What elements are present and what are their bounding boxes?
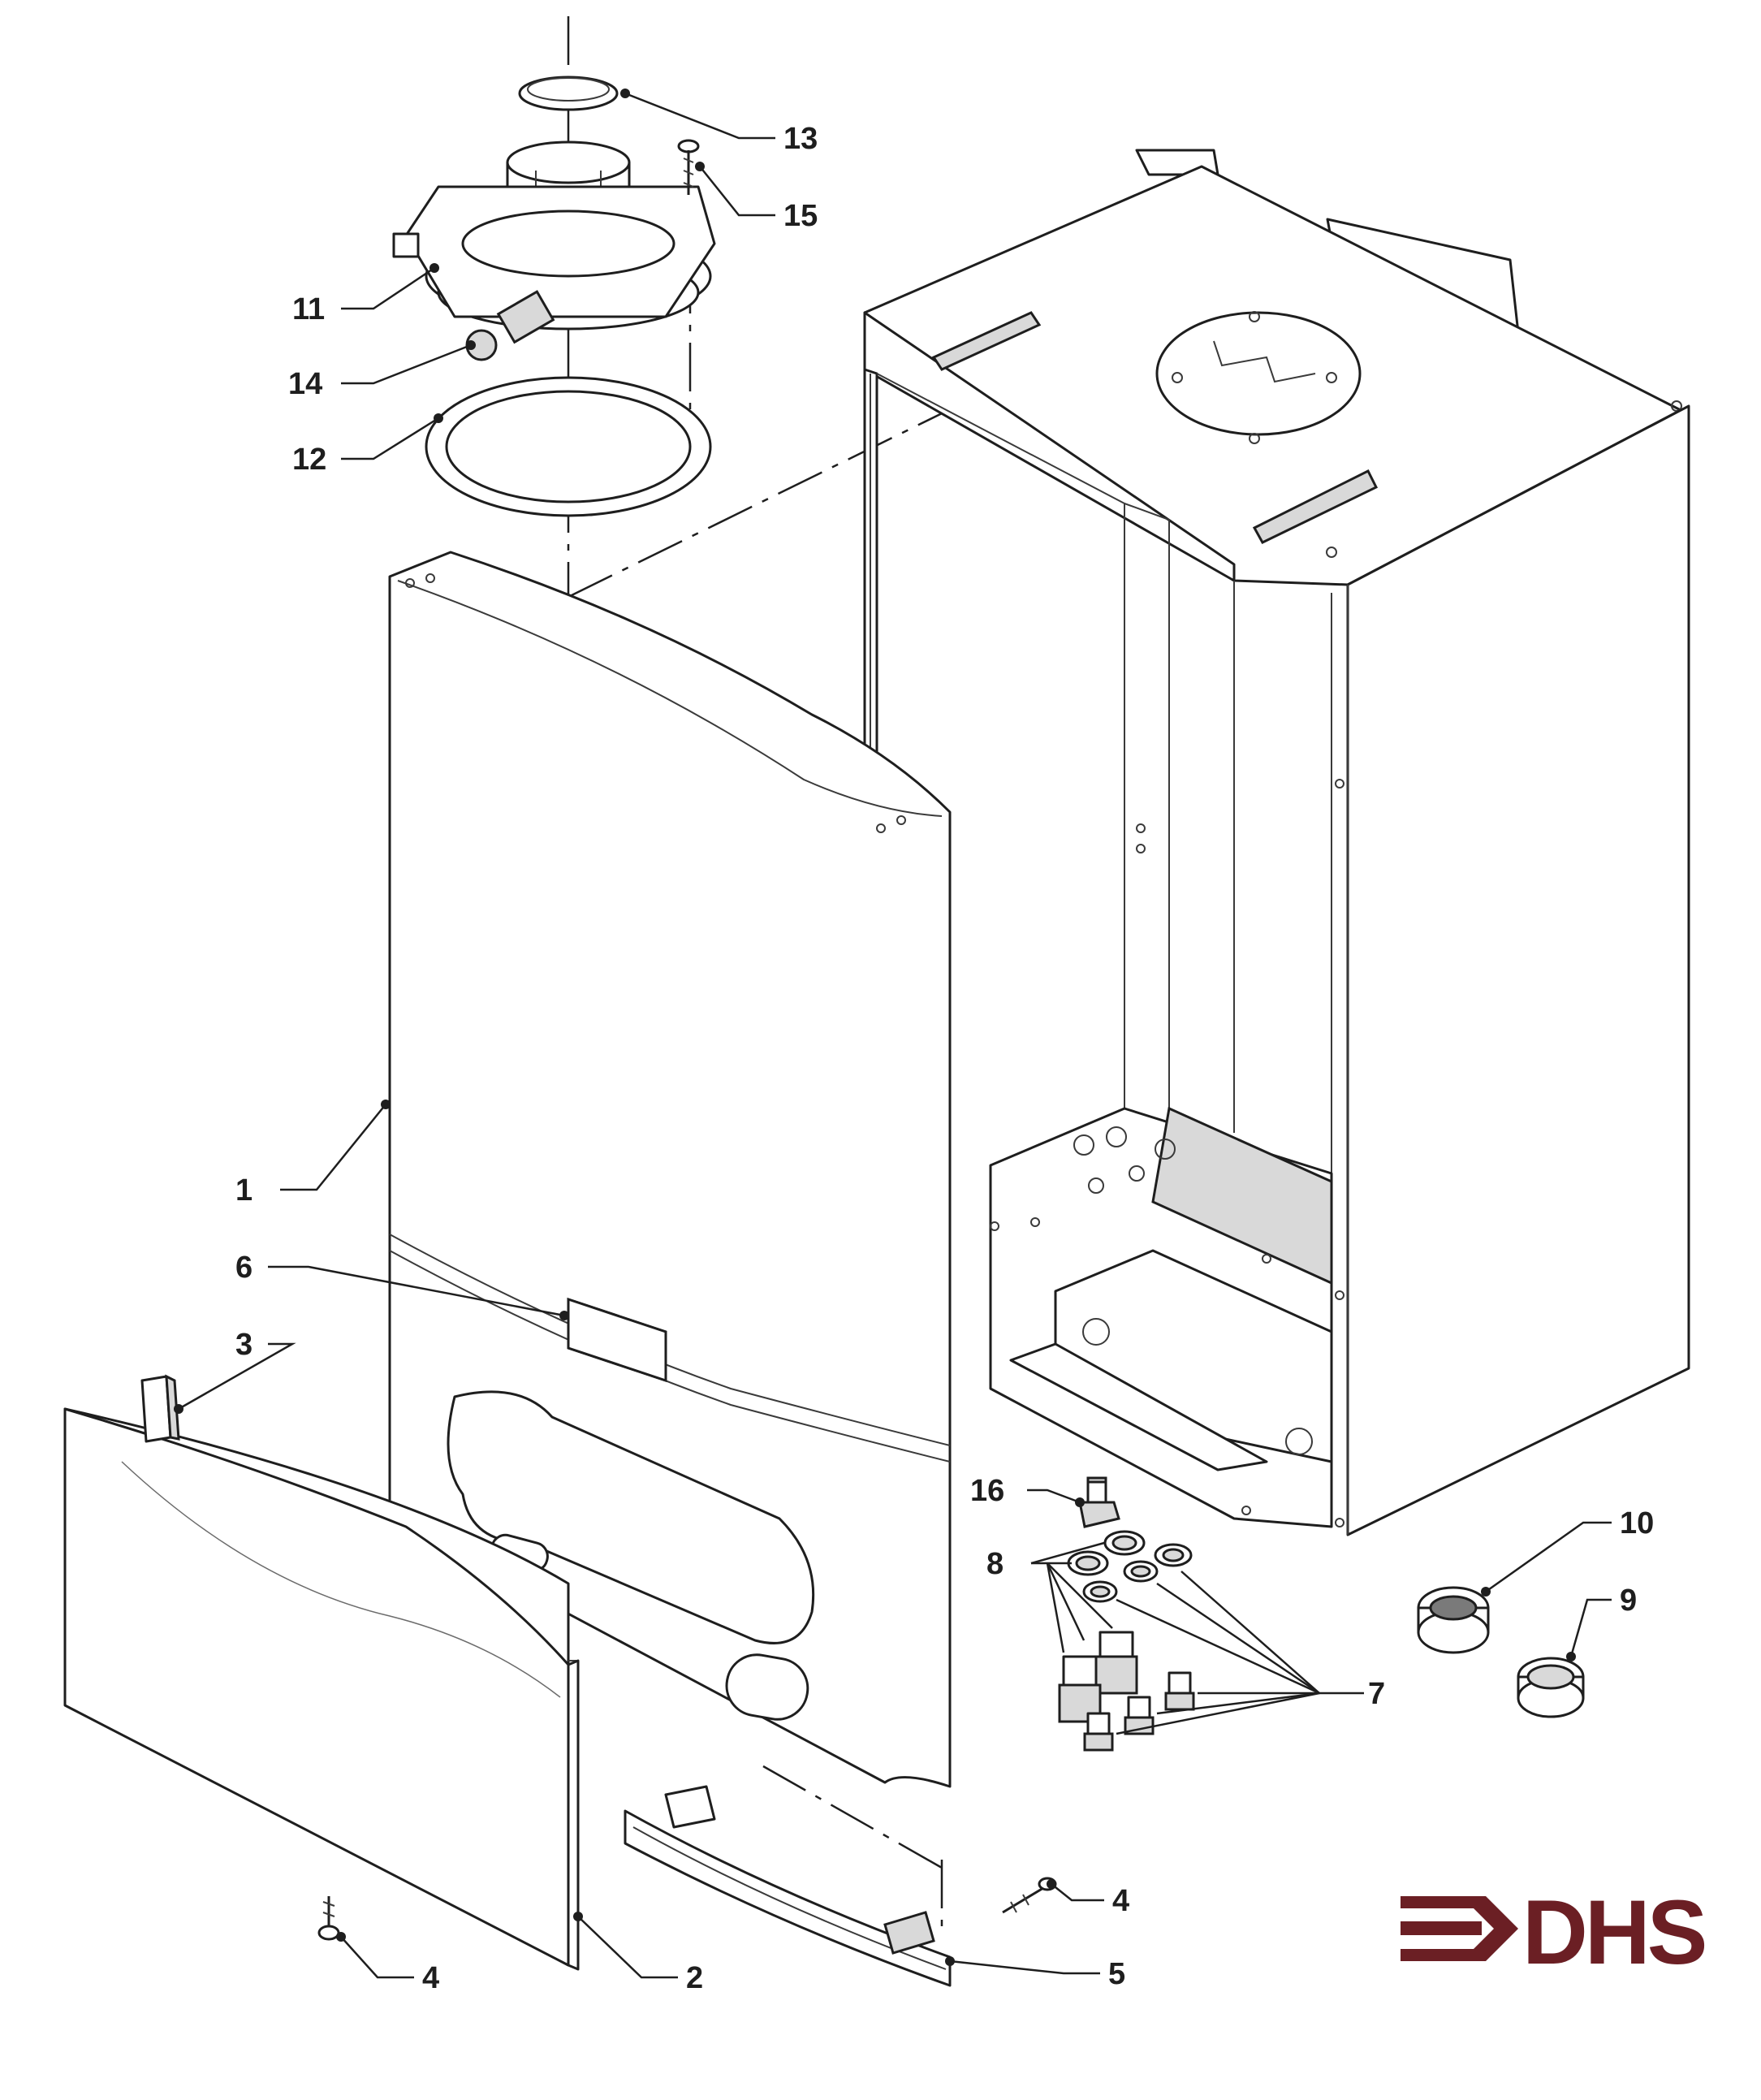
dhs-logo: DHS [1401, 1882, 1708, 1983]
callout-3: 3 [235, 1328, 252, 1362]
badge-plate [567, 1298, 667, 1382]
callout-4-right: 4 [1112, 1884, 1129, 1918]
grommet-small [1517, 1657, 1585, 1718]
dhs-arrow-logo-icon [1401, 1896, 1518, 1961]
dhs-logo-text: DHS [1522, 1882, 1705, 1983]
callout-5: 5 [1108, 1957, 1125, 1991]
leader-lines [174, 89, 1612, 1979]
callout-6: 6 [235, 1251, 252, 1285]
callout-labels: 1 2 3 4 4 5 6 7 8 9 10 11 12 13 14 15 16 [235, 122, 1654, 1995]
callout-11: 11 [292, 292, 325, 326]
callout-1: 1 [235, 1173, 252, 1208]
callout-13: 13 [783, 122, 818, 156]
lower-door-panel [63, 1407, 580, 1971]
callout-9: 9 [1620, 1584, 1637, 1618]
callout-2: 2 [686, 1961, 703, 1995]
callout-10: 10 [1620, 1506, 1654, 1540]
fixing-screw-left [317, 1896, 340, 1941]
drain-valve [1078, 1480, 1120, 1528]
panel-clip [140, 1374, 180, 1443]
flue-gasket [425, 376, 712, 517]
callout-4-left: 4 [422, 1961, 439, 1995]
callout-16: 16 [970, 1474, 1004, 1508]
callout-12: 12 [292, 443, 326, 477]
bottom-trim [624, 1785, 952, 1987]
fixing-screw-top [677, 139, 700, 195]
front-casing-panel [388, 551, 952, 1788]
boiler-chassis [863, 149, 1690, 1536]
flue-turret [392, 76, 716, 361]
callout-15: 15 [783, 199, 818, 233]
callout-8: 8 [986, 1547, 1004, 1581]
grommet-large [1417, 1586, 1490, 1654]
callout-14: 14 [288, 367, 322, 401]
callout-7: 7 [1368, 1677, 1385, 1711]
washers-and-fittings [1058, 1530, 1195, 1752]
